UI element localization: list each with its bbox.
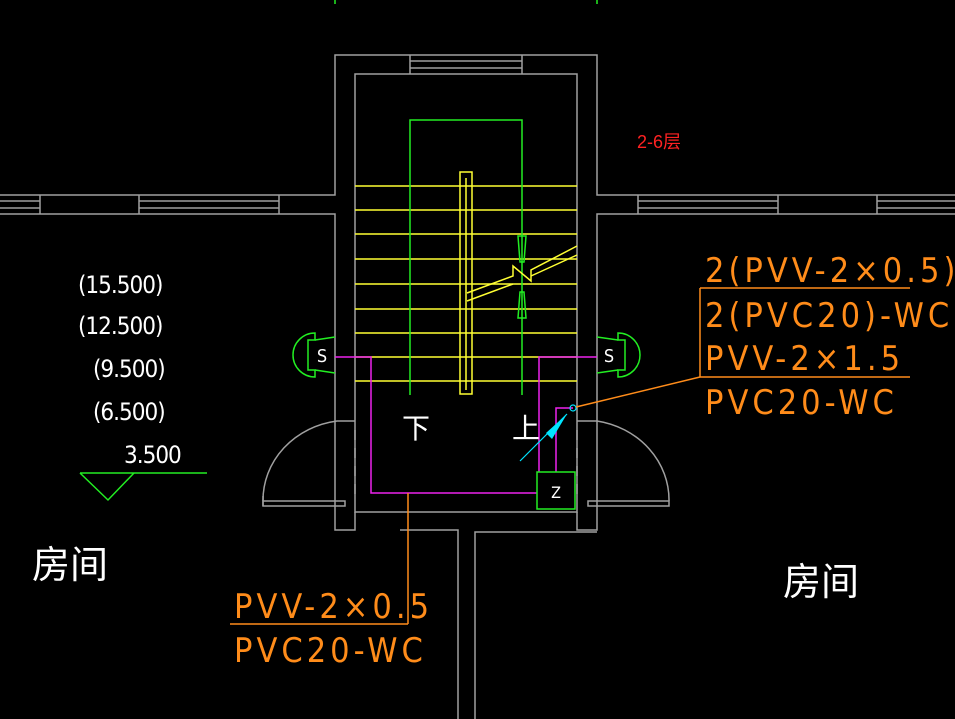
elevation-12500: (12.500) bbox=[78, 312, 162, 340]
elevation-3500: 3.500 bbox=[124, 441, 181, 469]
light-arrow-icon bbox=[519, 404, 577, 462]
break-line bbox=[466, 245, 578, 302]
room-label-right: 房间 bbox=[783, 560, 859, 604]
walking-line bbox=[409, 119, 527, 395]
corridor-bottom bbox=[400, 529, 597, 719]
elevation-9500: (9.500) bbox=[93, 355, 165, 383]
room-label-left: 房间 bbox=[32, 543, 108, 587]
floor-label: 2-6层 bbox=[637, 132, 681, 152]
window-left bbox=[0, 195, 280, 214]
sensor-right-label: S bbox=[604, 346, 614, 367]
annotation-right-line-2: 2(PVC20)-WC bbox=[705, 296, 953, 336]
door-left bbox=[262, 420, 356, 507]
elevation-marker bbox=[79, 472, 207, 502]
stair-down-label: 下 bbox=[402, 412, 430, 445]
wiring bbox=[335, 356, 597, 494]
elevation-15500: (15.500) bbox=[78, 271, 162, 299]
sensor-right[interactable]: S bbox=[596, 332, 641, 378]
sensor-left-label: S bbox=[317, 346, 327, 367]
junction-box-label: Z bbox=[551, 483, 561, 502]
elevation-6500: (6.500) bbox=[93, 398, 165, 426]
annotation-right-line-4: PVC20-WC bbox=[705, 383, 898, 423]
annotation-right-line-3: PVV-2×1.5 bbox=[705, 339, 904, 379]
annotation-bottom-line-1: PVV-2×0.5 bbox=[234, 587, 433, 627]
annotation-bottom-line-2: PVC20-WC bbox=[234, 631, 427, 671]
sensor-left[interactable]: S bbox=[292, 332, 336, 378]
annotation-bottom-leader bbox=[230, 493, 409, 625]
handrail bbox=[459, 171, 473, 395]
annotation-right-leader bbox=[575, 287, 910, 408]
junction-box[interactable]: Z bbox=[536, 471, 576, 510]
stair-up-label: 上 bbox=[512, 412, 540, 445]
window-right bbox=[637, 195, 955, 214]
door-right bbox=[576, 420, 670, 507]
annotation-right-line-1: 2(PVV-2×0.5) bbox=[705, 251, 955, 291]
